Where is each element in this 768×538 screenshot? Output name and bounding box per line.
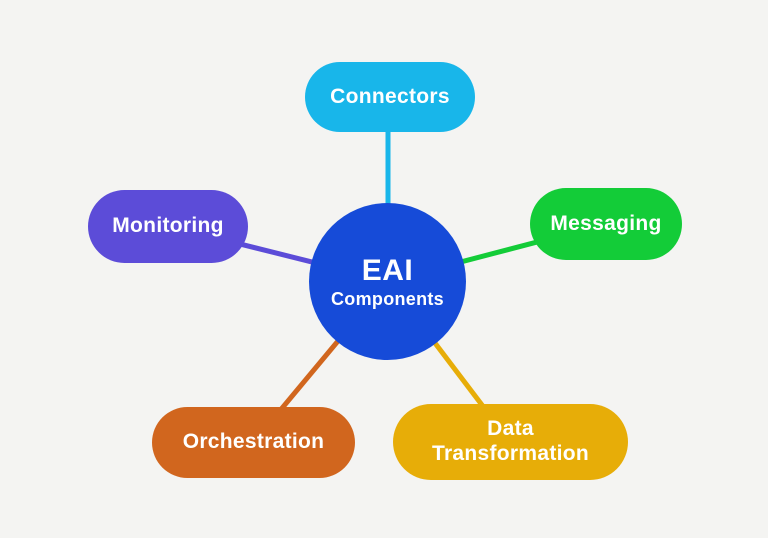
center-node-eai-components: EAI Components [309,203,466,360]
node-orchestration: Orchestration [152,407,355,478]
node-data-transformation: Data Transformation [393,404,628,480]
node-orchestration-label: Orchestration [182,430,325,454]
node-monitoring-label: Monitoring [112,214,224,238]
center-node-subtitle: Components [331,288,444,309]
node-messaging: Messaging [530,188,682,260]
node-messaging-label: Messaging [550,211,662,235]
node-connectors: Connectors [305,62,475,132]
node-connectors-label: Connectors [330,84,450,108]
center-node-title: EAI [361,253,414,287]
node-monitoring: Monitoring [88,190,248,263]
node-data-transformation-label: Data Transformation [431,417,590,465]
